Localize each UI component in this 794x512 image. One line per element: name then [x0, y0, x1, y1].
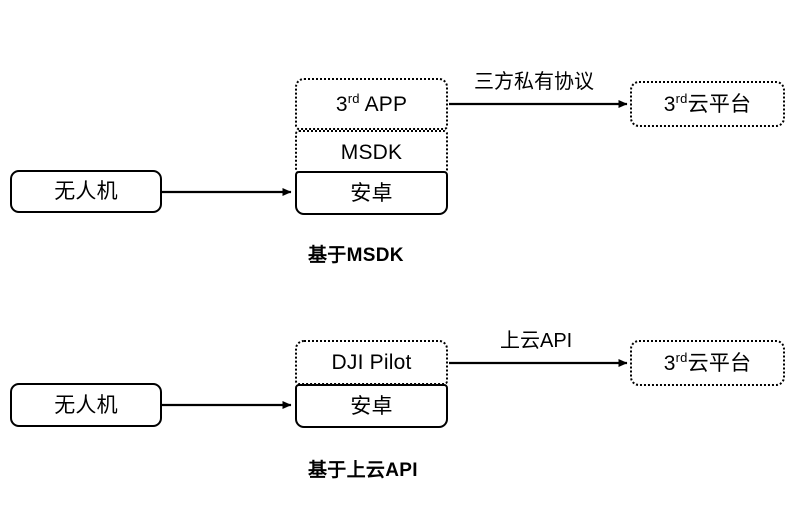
- node-android-cloudapi[interactable]: 安卓: [295, 384, 448, 428]
- caption-msdk: 基于MSDK: [308, 246, 404, 265]
- node-label-superscript: rd: [347, 90, 360, 106]
- node-label: 安卓: [350, 181, 393, 205]
- node-label: 安卓: [350, 394, 393, 418]
- node-label-prefix: 3: [335, 92, 348, 116]
- edge-label-cloud-api: 上云API: [500, 331, 572, 351]
- edge-label-text: 上云API: [500, 330, 573, 352]
- node-uav-msdk[interactable]: 无人机: [10, 170, 162, 213]
- node-3rd-app[interactable]: 3rd APP: [295, 78, 448, 130]
- node-label: 无人机: [54, 180, 118, 203]
- node-label-superscript: rd: [675, 90, 688, 106]
- node-android-msdk[interactable]: 安卓: [295, 171, 448, 215]
- edge-label-private-protocol: 三方私有协议: [474, 72, 594, 92]
- node-label: DJI Pilot: [331, 351, 412, 374]
- edge-label-text: 三方私有协议: [474, 71, 594, 93]
- caption-cloudapi: 基于上云API: [308, 461, 418, 480]
- node-uav-cloudapi[interactable]: 无人机: [10, 383, 162, 427]
- node-label-superscript: rd: [675, 349, 688, 365]
- node-label: 3rd云平台: [663, 90, 752, 116]
- caption-text: 基于上云API: [308, 460, 418, 481]
- node-label-suffix: APP: [359, 92, 408, 116]
- node-label-prefix: 3: [663, 92, 676, 116]
- node-label: 3rd云平台: [663, 349, 752, 375]
- node-dji-pilot[interactable]: DJI Pilot: [295, 340, 448, 385]
- node-cloud-platform-msdk[interactable]: 3rd云平台: [630, 81, 785, 127]
- node-label: 3rd APP: [335, 90, 408, 116]
- caption-text: 基于MSDK: [308, 245, 404, 266]
- node-label-prefix: 3: [663, 351, 676, 375]
- node-label-suffix: 云平台: [687, 92, 752, 116]
- node-cloud-platform-cloudapi[interactable]: 3rd云平台: [630, 340, 785, 386]
- node-label: 无人机: [54, 393, 118, 417]
- node-label: MSDK: [340, 140, 403, 164]
- node-label-suffix: 云平台: [687, 351, 752, 375]
- node-msdk[interactable]: MSDK: [295, 130, 448, 174]
